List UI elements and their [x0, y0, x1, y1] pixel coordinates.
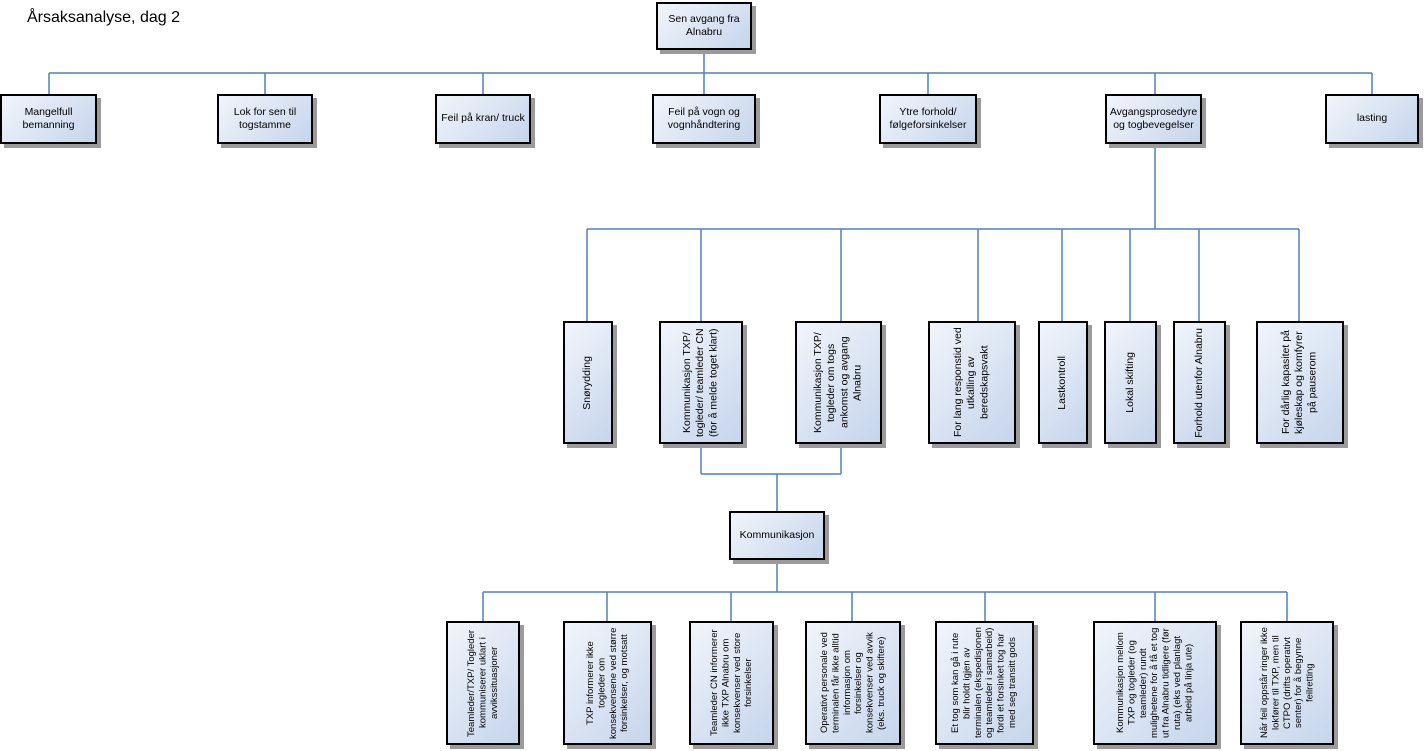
cause-node-avgangsprosedyre: Avgangsprosedyre og togbevegelser [1105, 94, 1202, 144]
subcause-node-responstid: For lang responstid ved utkalling av ber… [928, 321, 1016, 444]
communication-node-label: Kommunikasjon [739, 528, 815, 541]
detail-node-label: Når feil oppstår ringer ikke lokfører ti… [1258, 627, 1316, 739]
cause-node-feil-kran-truck: Feil på kran/ truck [435, 94, 531, 144]
detail-node-label: Operativt personale ved terminalen får i… [818, 632, 887, 734]
subcause-node-lokal-skifting: Lokal skifting [1104, 321, 1157, 444]
subcause-node-label: Kommunikasjon TXP/ togleder om togs anko… [812, 332, 864, 433]
cause-node-label: Feil på vogn og vognhåndtering [667, 105, 741, 131]
subcause-node-label: For lang responstid ved utkalling av ber… [952, 327, 991, 438]
subcause-node-kapasitet-pauserom: For dårlig kapasitet på kjøleskap og kom… [1256, 321, 1344, 444]
subcause-node-label: Lastkontroll [1056, 355, 1069, 410]
cause-node-label: Feil på kran/ truck [441, 112, 525, 125]
page-title: Årsaksanalyse, dag 2 [27, 9, 180, 26]
detail-node-label: TXP informerer ikke togleder om konsekve… [584, 627, 630, 739]
cause-node-ytre-forhold: Ytre forhold/ følgeforsinkelser [879, 94, 977, 144]
subcause-node-snorydding: Snørydding [563, 321, 613, 444]
detail-node-teamleder-informerer-ikke: Teamleder CN informerer ikke TXP Alnabru… [689, 621, 774, 745]
detail-node-label: Kommunikasjon mellom TXP og togleder (og… [1115, 627, 1195, 739]
cause-node-label: Ytre forhold/ følgeforsinkelser [889, 105, 967, 131]
detail-node-tog-holdt-igjen: Et tog som kan gå i rute blir holdt igje… [935, 621, 1034, 745]
detail-node-lokforer-ringer: Når feil oppstår ringer ikke lokfører ti… [1240, 621, 1334, 745]
cause-node-label: Avgangsprosedyre og togbevegelser [1109, 105, 1198, 131]
detail-node-uklar-kommunikasjon: Teamleder/TXP/ Togleder kommuniserer ukl… [446, 621, 520, 745]
subcause-node-label: Snørydding [581, 355, 594, 410]
detail-node-label: Teamleder/TXP/ Togleder kommuniserer ukl… [465, 629, 500, 737]
root-node-label: Sen avgang fra Alnabru [668, 12, 740, 38]
root-node: Sen avgang fra Alnabru [656, 2, 752, 50]
detail-node-txp-informerer-ikke: TXP informerer ikke togleder om konsekve… [563, 621, 652, 745]
detail-node-tog-ut-tidligere: Kommunikasjon mellom TXP og togleder (og… [1093, 621, 1217, 745]
subcause-node-label: Kommunikasjon TXP/ togleder/ teamleder C… [681, 328, 720, 437]
subcause-node-lastkontroll: Lastkontroll [1038, 321, 1088, 444]
detail-node-operativt-personale: Operativt personale ved terminalen får i… [805, 621, 901, 745]
subcause-node-kommunikasjon-ankomst: Kommunikasjon TXP/ togleder om togs anko… [795, 321, 882, 444]
subcause-node-label: Forhold utenfor Alnabru [1192, 327, 1205, 438]
cause-node-label: Mangelfull bemanning [22, 105, 75, 131]
subcause-node-forhold-utenfor: Forhold utenfor Alnabru [1173, 321, 1226, 444]
cause-node-label: Lok for sen til togstamme [233, 105, 297, 131]
cause-node-label: lasting [1356, 112, 1388, 125]
subcause-node-label: For dårlig kapasitet på kjøleskap og kom… [1280, 330, 1319, 435]
cause-node-mangelfull-bemanning: Mangelfull bemanning [0, 94, 97, 144]
subcause-node-label: Lokal skifting [1123, 352, 1136, 413]
subcause-node-kommunikasjon-klart: Kommunikasjon TXP/ togleder/ teamleder C… [659, 321, 743, 444]
cause-node-lok-for-sen: Lok for sen til togstamme [217, 94, 313, 144]
communication-node: Kommunikasjon [729, 511, 825, 560]
cause-node-lasting: lasting [1325, 94, 1419, 144]
cause-node-feil-vogn: Feil på vogn og vognhåndtering [652, 94, 756, 144]
detail-node-label: Teamleder CN informerer ikke TXP Alnabru… [708, 629, 754, 737]
connector-group [48, 50, 1373, 621]
detail-node-label: Et tog som kan gå i rute blir holdt igje… [950, 627, 1019, 739]
